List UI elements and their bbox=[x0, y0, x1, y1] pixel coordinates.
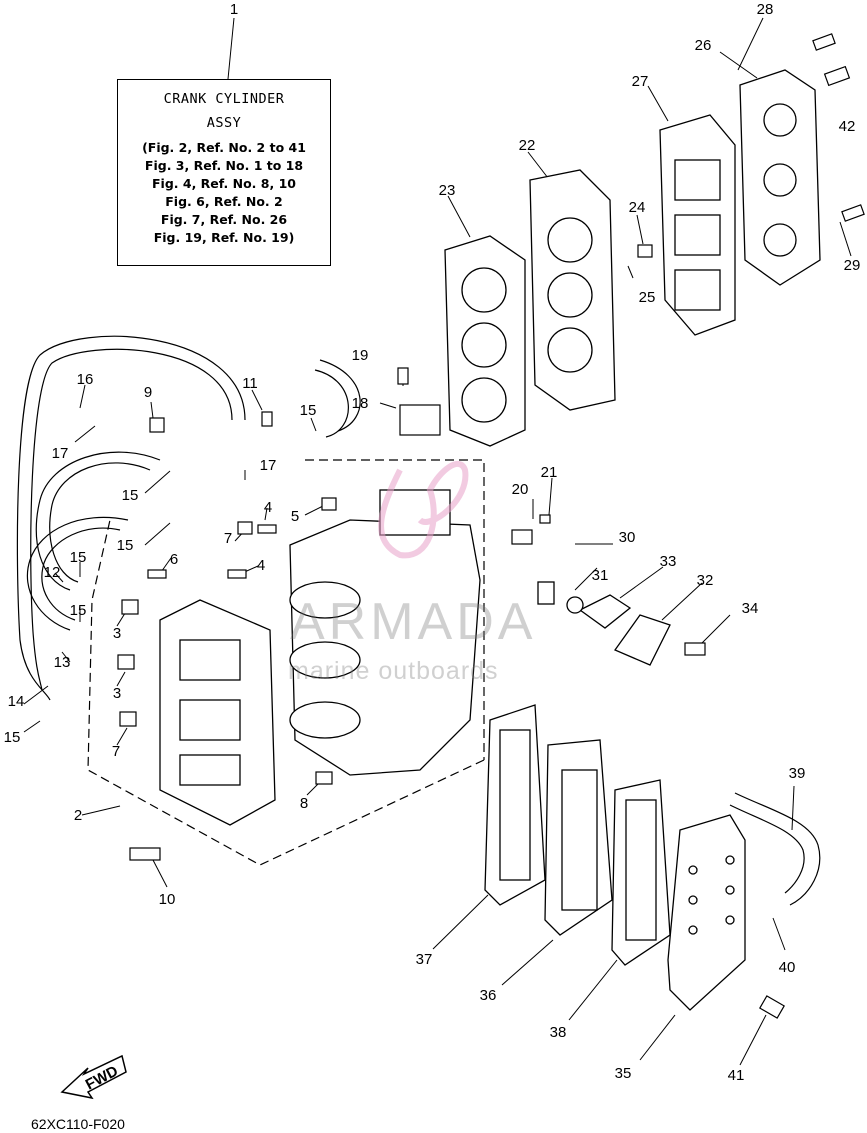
watermark-logo bbox=[378, 461, 469, 559]
callout-3b: 3 bbox=[113, 685, 121, 702]
callout-8: 8 bbox=[300, 795, 308, 812]
assembly-ref-line: Fig. 19, Ref. No. 19) bbox=[153, 230, 295, 245]
watermark-brand: ARMADA bbox=[290, 593, 537, 651]
callout-15b: 15 bbox=[122, 487, 139, 504]
callout-15d: 15 bbox=[70, 549, 87, 566]
callout-36: 36 bbox=[480, 987, 497, 1004]
drawing-code: 62XC110-F020 bbox=[31, 1116, 125, 1132]
callout-15c: 15 bbox=[117, 537, 134, 554]
callout-4a: 4 bbox=[264, 499, 272, 516]
fwd-arrow: FWD bbox=[60, 1054, 127, 1100]
callout-17b: 17 bbox=[260, 457, 277, 474]
callout-28: 28 bbox=[757, 1, 774, 18]
exhaust-inner-gasket bbox=[484, 704, 546, 906]
assembly-reference-box: CRANK CYLINDER ASSY (Fig. 2, Ref. No. 2 … bbox=[117, 79, 331, 266]
cylinder-head bbox=[529, 169, 616, 411]
leader-lines bbox=[23, 17, 852, 1066]
callout-31: 31 bbox=[592, 567, 609, 584]
cylinder-block bbox=[289, 489, 481, 776]
assembly-ref-line: Fig. 4, Ref. No. 8, 10 bbox=[152, 176, 296, 191]
callout-34: 34 bbox=[742, 600, 759, 617]
callout-33: 33 bbox=[660, 553, 677, 570]
callout-15a: 15 bbox=[300, 402, 317, 419]
head-gasket bbox=[444, 235, 526, 447]
callout-37: 37 bbox=[416, 951, 433, 968]
callout-40: 40 bbox=[779, 959, 796, 976]
callout-1: 1 bbox=[230, 1, 238, 18]
assembly-ref-line: Fig. 3, Ref. No. 1 to 18 bbox=[144, 158, 304, 173]
callout-19: 19 bbox=[352, 347, 369, 364]
hoses bbox=[16, 335, 821, 906]
callout-5: 5 bbox=[291, 508, 299, 525]
callout-30: 30 bbox=[619, 529, 636, 546]
callout-16: 16 bbox=[77, 371, 94, 388]
callout-11: 11 bbox=[242, 375, 258, 392]
callout-12: 12 bbox=[44, 564, 61, 581]
callout-26: 26 bbox=[695, 37, 712, 54]
callout-15f: 15 bbox=[4, 729, 21, 746]
exhaust-outer-cover bbox=[667, 814, 746, 1011]
callout-21: 21 bbox=[541, 464, 558, 481]
callout-7b: 7 bbox=[112, 743, 120, 760]
exhaust-inner-cover bbox=[544, 739, 613, 936]
callout-27: 27 bbox=[632, 73, 649, 90]
callout-32: 32 bbox=[697, 572, 714, 589]
callout-20: 20 bbox=[512, 481, 529, 498]
callout-7a: 7 bbox=[224, 530, 232, 547]
callout-14: 14 bbox=[8, 693, 25, 710]
assembly-ref-line: Fig. 6, Ref. No. 2 bbox=[165, 194, 283, 209]
callout-22: 22 bbox=[519, 137, 536, 154]
callout-41: 41 bbox=[728, 1067, 745, 1084]
callout-39: 39 bbox=[789, 765, 806, 782]
assembly-title: CRANK CYLINDER bbox=[163, 91, 285, 107]
head-cover-gasket bbox=[659, 114, 736, 336]
callout-18: 18 bbox=[352, 395, 369, 412]
callout-9: 9 bbox=[144, 384, 152, 401]
assembly-subtitle: ASSY bbox=[206, 115, 242, 131]
callout-numbers: 1 2 3 3 4 4 5 6 7 7 8 9 10 11 12 13 14 1… bbox=[4, 1, 861, 1084]
callout-25: 25 bbox=[639, 289, 656, 306]
callout-10: 10 bbox=[159, 891, 176, 908]
exhaust-outer-gasket bbox=[611, 779, 671, 966]
callout-35: 35 bbox=[615, 1065, 632, 1082]
callout-24: 24 bbox=[629, 199, 646, 216]
callout-13: 13 bbox=[54, 654, 71, 671]
head-cover bbox=[739, 69, 821, 286]
fasteners bbox=[117, 33, 865, 1019]
callout-23: 23 bbox=[439, 182, 456, 199]
callout-29: 29 bbox=[844, 257, 861, 274]
watermark-tagline: marine outboards bbox=[288, 657, 499, 685]
callout-3a: 3 bbox=[113, 625, 121, 642]
callout-42: 42 bbox=[839, 118, 856, 135]
callout-2: 2 bbox=[74, 807, 82, 824]
assembly-ref-line: Fig. 7, Ref. No. 26 bbox=[160, 212, 288, 227]
callout-4b: 4 bbox=[257, 557, 265, 574]
assembly-outline bbox=[87, 459, 485, 866]
thermostat-cover bbox=[537, 581, 671, 666]
callout-38: 38 bbox=[550, 1024, 567, 1041]
assembly-ref-line: (Fig. 2, Ref. No. 2 to 41 bbox=[142, 140, 306, 155]
crankcase-half bbox=[159, 599, 276, 826]
callout-15e: 15 bbox=[70, 602, 87, 619]
callout-6: 6 bbox=[170, 551, 178, 568]
callout-17a: 17 bbox=[52, 445, 69, 462]
